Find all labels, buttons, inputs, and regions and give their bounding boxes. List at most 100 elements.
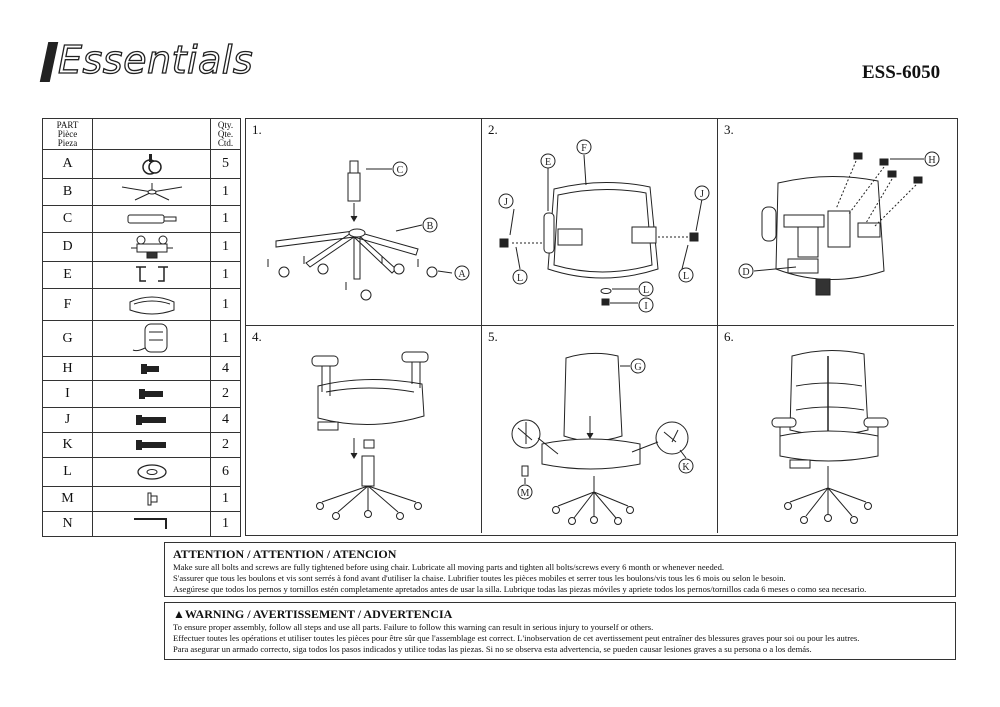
- table-row: E 1: [42, 261, 241, 289]
- table-row: B 1: [42, 178, 241, 206]
- table-row: M 1: [42, 486, 241, 512]
- table-row: F 1: [42, 288, 241, 321]
- table-row: L 6: [42, 457, 241, 487]
- attention-line-en: Make sure all bolts and screws are fully…: [173, 562, 725, 572]
- part-letter: G: [42, 320, 93, 357]
- header-qty-en: Qty.: [217, 119, 234, 130]
- callout-c: C: [397, 165, 404, 176]
- callout-i: I: [644, 301, 647, 312]
- callout-l: L: [517, 273, 523, 284]
- callout-b: B: [427, 221, 434, 232]
- attention-title: ATTENTION / ATTENTION / ATENCION: [173, 547, 397, 561]
- callout-k: K: [682, 462, 690, 473]
- table-row: A 5: [42, 149, 241, 179]
- callout-a: A: [458, 269, 466, 280]
- part-letter: E: [42, 261, 93, 289]
- callout-j: J: [504, 197, 508, 208]
- step-5: 5. G K M: [482, 326, 718, 533]
- logo-bar: [39, 42, 59, 82]
- callout-m: M: [521, 488, 530, 499]
- attention-box: ATTENTION / ATTENTION / ATENCION Make su…: [164, 542, 956, 597]
- header-image: [92, 118, 211, 150]
- step-1-diagram: [267, 160, 453, 301]
- header-part-en: PART: [56, 119, 79, 130]
- step-3-diagram: [753, 152, 924, 296]
- bolt-long-icon: [92, 407, 211, 433]
- step-4: 4.: [246, 326, 482, 533]
- header-qty-es: Ctd.: [217, 137, 234, 148]
- warning-heading: ▲WARNING / AVERTISSEMENT / ADVERTENCIA: [173, 607, 947, 622]
- part-letter: A: [42, 149, 93, 179]
- callout-g: G: [634, 362, 641, 373]
- step-1: 1. C B A: [246, 119, 482, 326]
- header-qty: Qty. Qte. Ctd.: [210, 118, 241, 150]
- part-qty: 4: [210, 407, 241, 433]
- parts-table-header: PART Pièce Pieza Qty. Qte. Ctd.: [42, 118, 241, 150]
- bolt-long-icon: [92, 432, 211, 458]
- step-number: 2.: [488, 122, 498, 137]
- step-6-diagram: [771, 349, 889, 524]
- part-qty: 2: [210, 380, 241, 408]
- part-qty: 1: [210, 288, 241, 321]
- table-row: C 1: [42, 205, 241, 233]
- warning-line-es: Para asegurar un armado correcto, siga t…: [173, 644, 812, 654]
- part-letter: D: [42, 232, 93, 262]
- step-number: 5.: [488, 329, 498, 344]
- warning-triangle-icon: ▲: [173, 607, 185, 621]
- warning-line-fr: Effectuer toutes les opérations et utili…: [173, 633, 860, 643]
- part-letter: K: [42, 432, 93, 458]
- callout-h: H: [928, 155, 935, 166]
- allen-key-icon: [92, 511, 211, 537]
- table-row: K 2: [42, 432, 241, 458]
- part-qty: 1: [210, 232, 241, 262]
- step-number: 1.: [252, 122, 262, 137]
- step-1-callouts: C B A: [392, 161, 470, 281]
- part-qty: 1: [210, 486, 241, 512]
- part-letter: F: [42, 288, 93, 321]
- step-6: 6.: [718, 326, 954, 533]
- part-letter: M: [42, 486, 93, 512]
- warning-line-en: To ensure proper assembly, follow all st…: [173, 622, 654, 632]
- part-qty: 1: [210, 178, 241, 206]
- bolt-medium-icon: [92, 380, 211, 408]
- backrest-icon: [92, 320, 211, 357]
- attention-line-es: Asegúrese que todos los pernos y tornill…: [173, 584, 867, 594]
- callout-l: L: [643, 285, 649, 296]
- part-letter: N: [42, 511, 93, 537]
- star-base-icon: [92, 178, 211, 206]
- brand-logo: Essentials: [39, 37, 264, 86]
- table-row: D 1: [42, 232, 241, 262]
- caster-icon: [92, 149, 211, 179]
- part-qty: 4: [210, 356, 241, 381]
- table-row: I 2: [42, 380, 241, 408]
- part-qty: 1: [210, 205, 241, 233]
- part-qty: 1: [210, 261, 241, 289]
- part-qty: 2: [210, 432, 241, 458]
- table-row: H 4: [42, 356, 241, 381]
- armrests-icon: [92, 261, 211, 289]
- part-letter: I: [42, 380, 93, 408]
- step-2-callouts: F E J J L L L I: [498, 139, 710, 313]
- part-qty: 5: [210, 149, 241, 179]
- callout-l: L: [683, 271, 689, 282]
- step-number: 3.: [724, 122, 734, 137]
- brand-name: Essentials: [57, 37, 254, 82]
- header-part-fr: Pièce: [57, 128, 78, 139]
- washer-icon: [92, 457, 211, 487]
- parts-table: PART Pièce Pieza Qty. Qte. Ctd. A 5 B 1 …: [42, 118, 241, 537]
- table-row: G 1: [42, 320, 241, 357]
- assembly-steps: 1. C B A 2.: [245, 118, 958, 536]
- gas-cylinder-icon: [92, 205, 211, 233]
- model-number: ESS-6050: [862, 62, 941, 83]
- mechanism-icon: [92, 232, 211, 262]
- clip-icon: [92, 486, 211, 512]
- part-letter: C: [42, 205, 93, 233]
- step-5-diagram: [511, 352, 689, 525]
- callout-d: D: [742, 267, 749, 278]
- header-qty-fr: Qte.: [217, 128, 234, 139]
- callout-f: F: [581, 143, 587, 154]
- table-row: J 4: [42, 407, 241, 433]
- warning-box: ▲WARNING / AVERTISSEMENT / ADVERTENCIA T…: [164, 602, 956, 660]
- part-qty: 1: [210, 511, 241, 537]
- warning-title: WARNING / AVERTISSEMENT / ADVERTENCIA: [184, 607, 453, 621]
